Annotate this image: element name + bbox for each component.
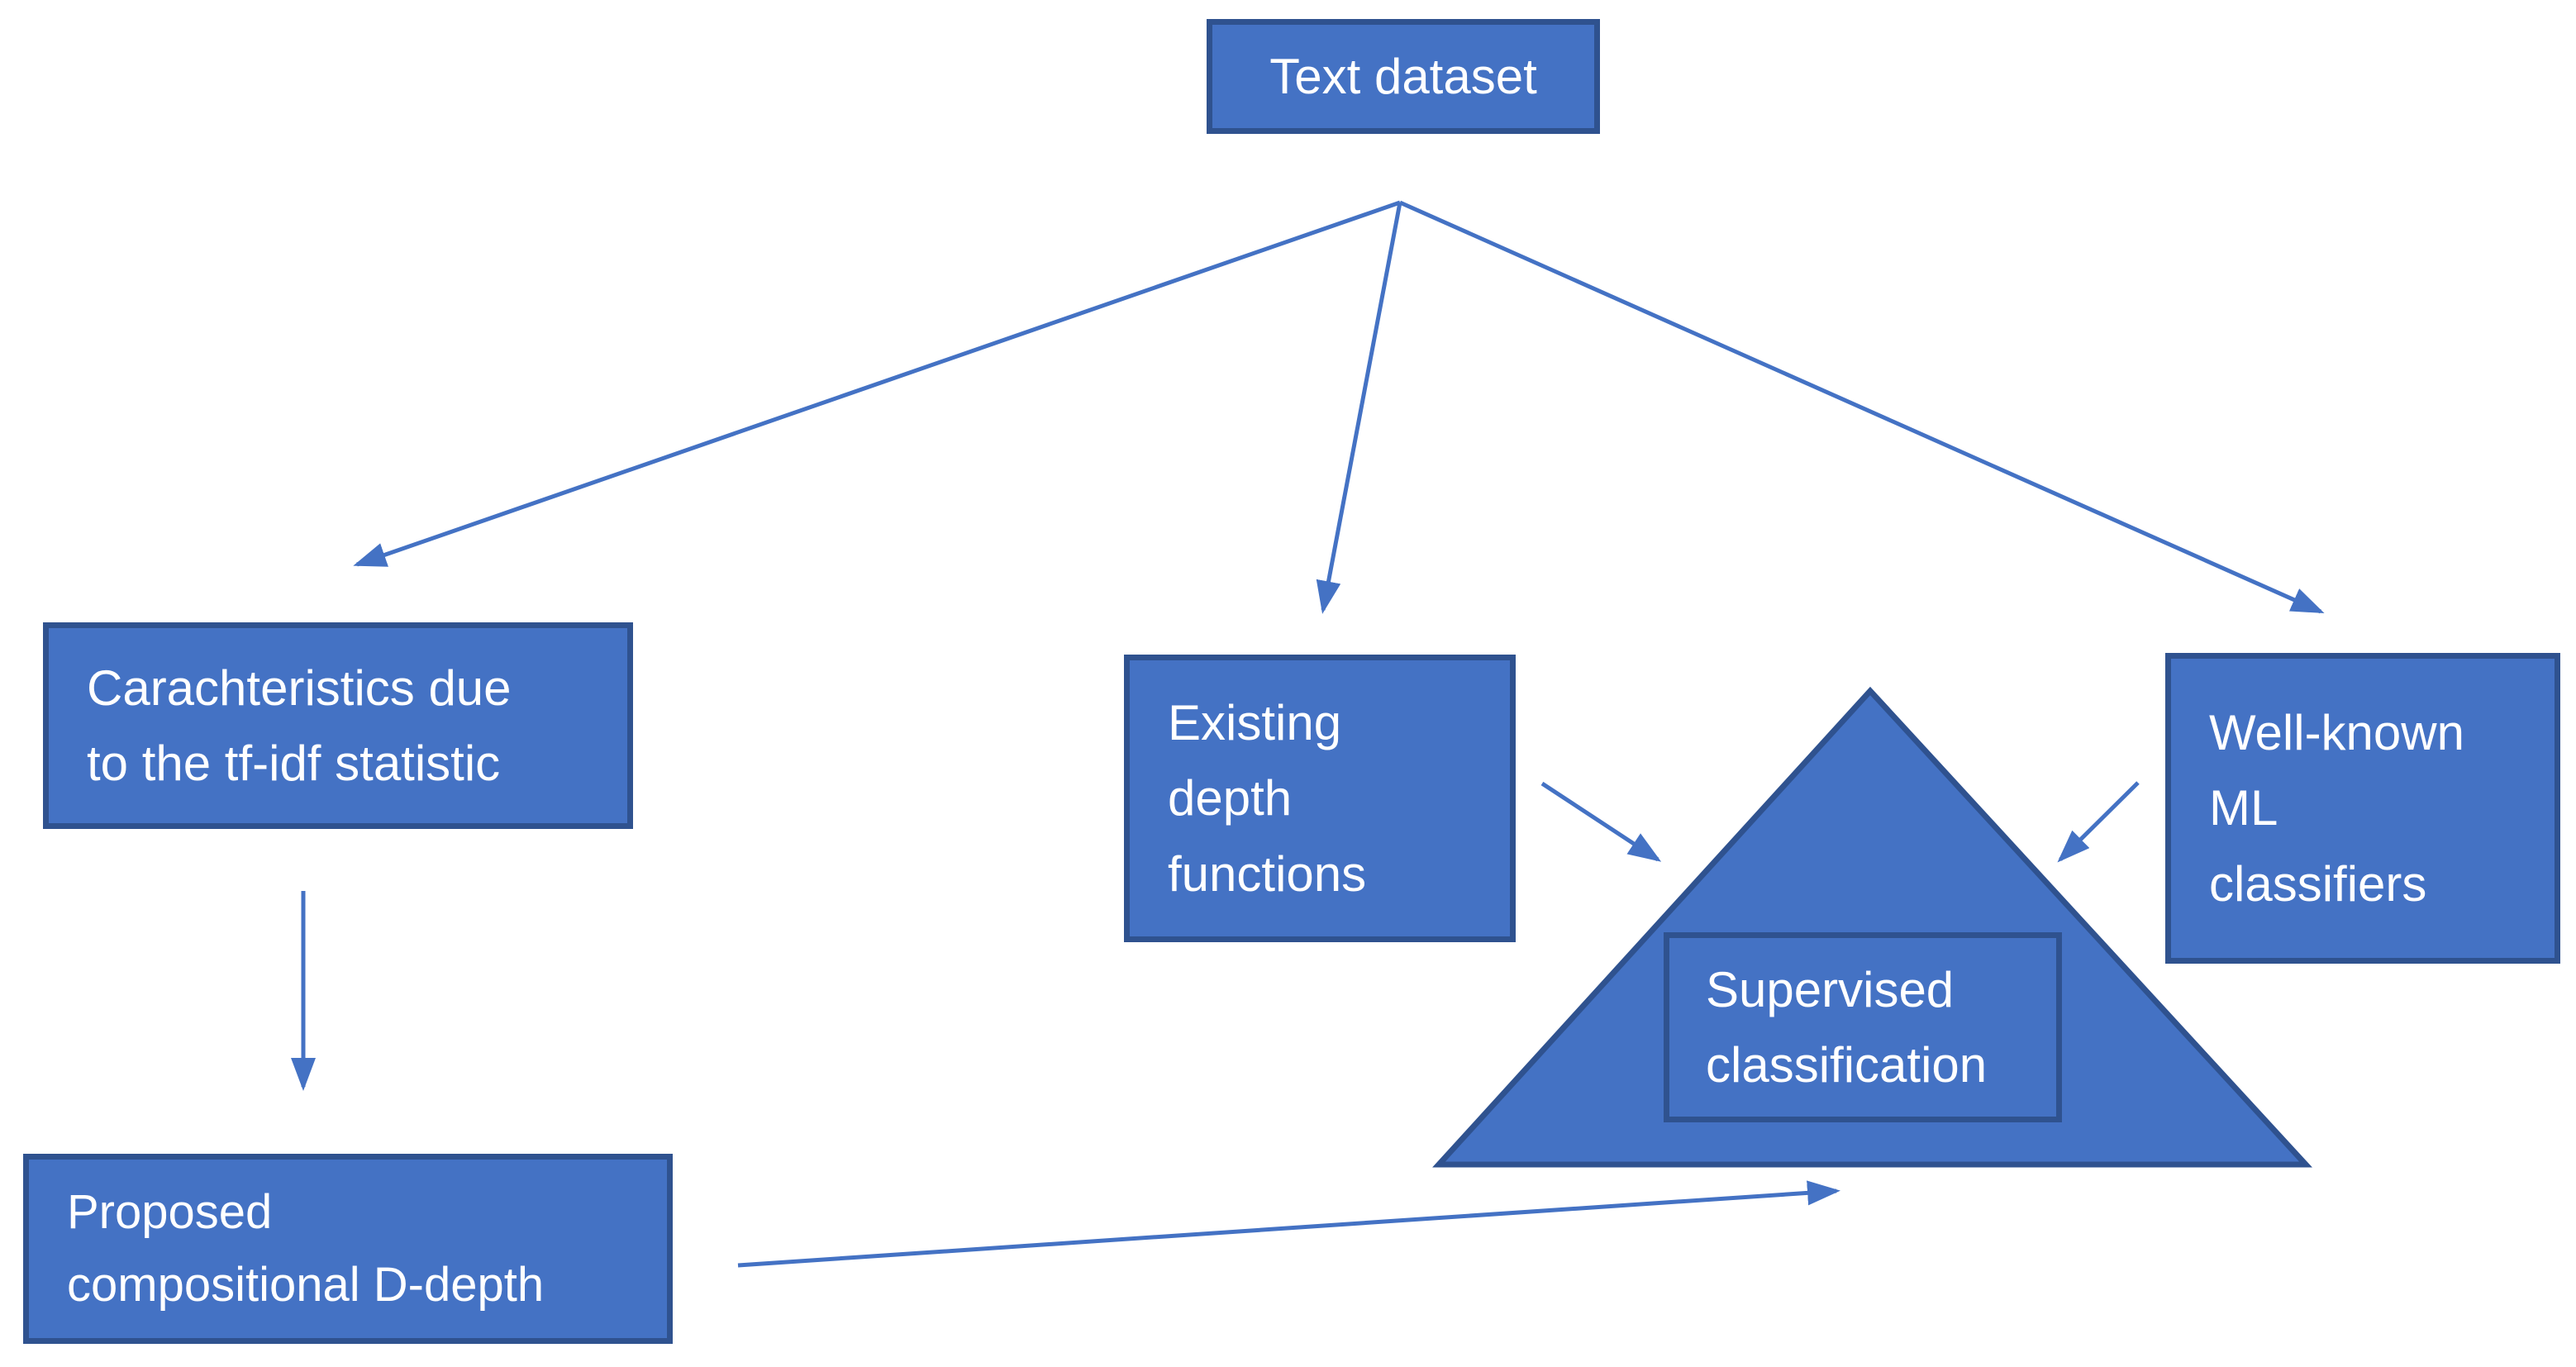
node-text-line: depth: [1168, 770, 1293, 826]
arrow-existing-depth-to-supervised: [1540, 781, 1662, 862]
node-text-line: Carachteristics due: [87, 660, 512, 716]
node-text-line: to the tf-idf statistic: [87, 736, 501, 791]
node-text-line: Proposed: [67, 1184, 273, 1239]
node-text-line: Supervised: [1706, 961, 1955, 1017]
node-text-line: compositional D-depth: [67, 1258, 545, 1312]
arrow-well-known-to-supervised: [2057, 781, 2140, 863]
node-text-line: Well-known: [2209, 705, 2464, 761]
node-proposed-compositional-d-depth: Proposed compositional D-depth: [23, 1154, 673, 1344]
node-text-line: functions: [1168, 845, 1367, 902]
node-supervised-classification: Supervised classification: [1664, 932, 2062, 1122]
node-existing-depth-functions: Existing depth functions: [1124, 655, 1516, 942]
supervised-triangle-shape: [1432, 686, 2312, 1168]
node-characteristics-tfidf: Carachteristics due to the tf-idf statist…: [43, 622, 633, 829]
arrow-text-dataset-to-existing-depth: [1316, 202, 1402, 614]
arrow-proposed-to-supervised: [737, 1180, 1840, 1268]
node-text-line: Existing: [1168, 695, 1342, 751]
node-text-line: classifiers: [2209, 855, 2427, 912]
node-text-line: ML: [2209, 780, 2278, 836]
node-text-line: classification: [1706, 1037, 1988, 1093]
arrow-text-dataset-to-well-known: [1398, 200, 2325, 614]
node-text-dataset-label: Text dataset: [1269, 48, 1537, 104]
node-text-dataset: Text dataset: [1207, 19, 1600, 134]
arrow-text-dataset-to-characteristics: [353, 200, 1401, 567]
